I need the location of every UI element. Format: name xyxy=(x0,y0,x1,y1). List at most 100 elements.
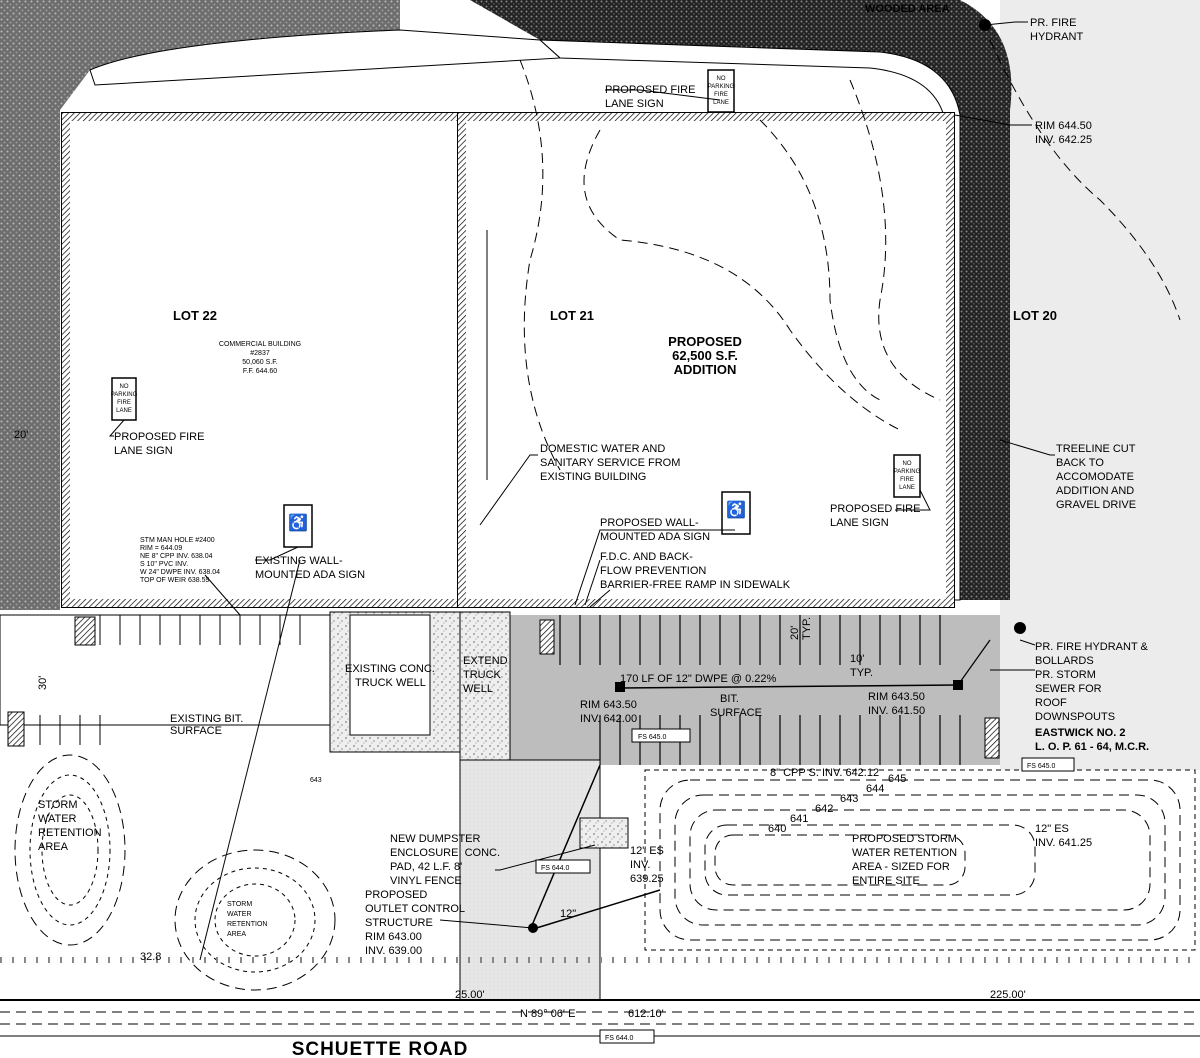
storm-sewer-label: PR. STORM xyxy=(1035,669,1096,681)
fire-hydrant-label: HYDRANT xyxy=(1030,31,1083,43)
svg-text:PARKING: PARKING xyxy=(111,392,138,398)
parking-stripes xyxy=(559,615,961,765)
addition-wall-west xyxy=(458,113,466,607)
manhole-weir: TOP OF WEIR 638.59 xyxy=(140,577,209,584)
rim-label: RIM 644.50 xyxy=(1035,120,1092,132)
outlet-label: OUTLET CONTROL xyxy=(365,903,465,915)
fire-lane-sign-label: PROPOSED FIRE xyxy=(114,431,204,443)
retention-mid-label: AREA xyxy=(227,931,246,938)
storm-pipe-dwpe xyxy=(619,684,959,689)
fire-lane-sign-label: LANE SIGN xyxy=(114,445,173,457)
outlet-label: INV. 639.00 xyxy=(365,945,422,957)
gravel-drive-northeast xyxy=(470,0,1012,600)
truck-well-label: EXISTING CONC. xyxy=(345,663,435,675)
addition-wall-north xyxy=(458,113,954,121)
ada-sign-icon: ♿ xyxy=(721,491,751,535)
proposed-ada-label: PROPOSED WALL- xyxy=(600,517,699,529)
hydrant-bollards-label: PR. FIRE HYDRANT & xyxy=(1035,641,1149,653)
addition-label: PROPOSED xyxy=(668,334,742,349)
fdc-label: F.D.C. AND BACK- xyxy=(600,551,693,563)
ada-sign-icon: ♿ xyxy=(283,504,313,548)
contour xyxy=(29,774,111,926)
retention-mid-label: STORM xyxy=(227,901,252,908)
outlet-label: RIM 643.00 xyxy=(365,931,422,943)
storm-sewer-label: ROOF xyxy=(1035,697,1067,709)
eastwick-label: L. O. P. 61 - 64, M.C.R. xyxy=(1035,741,1149,753)
dimension-typ: TYP. xyxy=(801,617,813,640)
leader-lines xyxy=(108,21,1055,929)
addition-wall-east xyxy=(946,113,954,607)
no-parking-sign-top: NO PARKING FIRE LANE xyxy=(707,69,735,113)
extend-truck-well-label: TRUCK xyxy=(463,669,502,681)
treeline-label: ADDITION AND xyxy=(1056,485,1134,497)
cpp-line-label: 8" CPP S. INV. 642.12 xyxy=(770,767,879,779)
es-label: 639.25 xyxy=(630,873,664,885)
contour-label: 644 xyxy=(866,783,884,795)
rim-label: RIM 643.50 xyxy=(580,699,637,711)
fire-lane-sign-label: PROPOSED FIRE xyxy=(605,84,695,96)
svg-text:NO: NO xyxy=(717,76,726,82)
existing-ada-label: MOUNTED ADA SIGN xyxy=(255,569,365,581)
dumpster-enclosure xyxy=(579,817,629,849)
bit-surface-label: SURFACE xyxy=(710,707,762,719)
gravel-strip-west xyxy=(0,0,60,610)
building-wall-north xyxy=(62,113,458,121)
parking-island xyxy=(539,619,555,655)
eastwick-label: EASTWICK NO. 2 xyxy=(1035,727,1125,739)
catch-basin-east xyxy=(953,680,963,690)
manhole-rim: RIM = 644.09 xyxy=(140,545,182,552)
inv-label: INV. 642.25 xyxy=(1035,134,1092,146)
svg-text:LANE: LANE xyxy=(116,408,132,414)
svg-text:NO: NO xyxy=(903,461,912,467)
contour-line xyxy=(583,129,901,431)
retention-west-label: WATER xyxy=(38,813,77,825)
parking-island xyxy=(984,717,1000,759)
treeline-label: BACK TO xyxy=(1056,457,1104,469)
svg-text:NO: NO xyxy=(120,384,129,390)
truck-well-label: TRUCK WELL xyxy=(355,677,426,689)
fire-lane-sign-label: LANE SIGN xyxy=(605,98,664,110)
svg-text:PARKING: PARKING xyxy=(708,84,735,90)
storm-retention-mid xyxy=(174,849,336,991)
existing-bit-label: EXISTING BIT. xyxy=(170,713,243,725)
svg-text:LANE: LANE xyxy=(899,485,915,491)
treeline-label: ACCOMODATE xyxy=(1056,471,1134,483)
fs-tag xyxy=(631,728,691,743)
extend-truck-well-label: EXTEND xyxy=(463,655,508,667)
manhole-inv: W 24" DWPE INV. 638.04 xyxy=(140,569,220,576)
contour-641 xyxy=(714,834,966,886)
dimension-25: 25.00' xyxy=(455,989,485,1001)
retention-mid-label: RETENTION xyxy=(227,921,267,928)
svg-text:FIRE: FIRE xyxy=(900,477,914,483)
fs-label: FS 645.0 xyxy=(638,734,667,741)
proposed-storm-label: PROPOSED STORM xyxy=(852,833,957,845)
svg-text:FIRE: FIRE xyxy=(117,400,131,406)
building-ff: F.F. 644.60 xyxy=(243,368,277,375)
existing-bit-label: SURFACE xyxy=(170,725,222,737)
inv-label: INV. 642.00 xyxy=(580,713,637,725)
outlet-label: PROPOSED xyxy=(365,889,427,901)
existing-parking-west xyxy=(0,614,331,726)
contour-line xyxy=(989,39,1181,321)
wooded-area-label: WOODED AREA xyxy=(865,3,950,15)
parking-lot-bit-surface xyxy=(510,615,1000,765)
svg-text:♿: ♿ xyxy=(288,513,308,532)
dumpster-label: PAD, 42 L.F. 8' xyxy=(390,861,462,873)
fs-label: FS 644.0 xyxy=(541,865,570,872)
proposed-storm-label: ENTIRE SITE xyxy=(852,875,920,887)
contour-label: 641 xyxy=(790,813,808,825)
contour-645 xyxy=(659,779,1181,941)
domestic-water-label: SANITARY SERVICE FROM xyxy=(540,457,680,469)
addition-word: ADDITION xyxy=(674,362,737,377)
dimension-225: 225.00' xyxy=(990,989,1026,1001)
fs-tag xyxy=(1021,757,1075,772)
storm-retention-west xyxy=(14,754,126,946)
contour-line xyxy=(759,119,881,401)
dumpster-label: VINYL FENCE xyxy=(390,875,462,887)
extend-truck-well xyxy=(459,611,511,763)
no-parking-sign-right: NO PARKING FIRE LANE xyxy=(893,454,921,498)
es-label: INV. 641.25 xyxy=(1035,837,1092,849)
building-wall-west xyxy=(62,113,70,607)
manhole-inv: NE 8" CPP INV. 638.04 xyxy=(140,553,213,560)
contour-label: 643 xyxy=(840,793,858,805)
